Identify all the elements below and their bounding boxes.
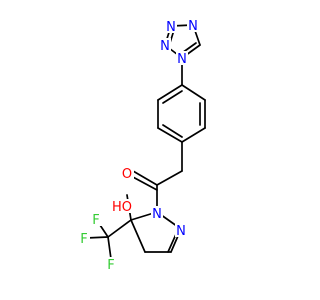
- atom-label: HO: [112, 200, 132, 215]
- fluorine-3-atom: F: [106, 257, 117, 273]
- bond: [107, 236, 112, 260]
- tetrazole-n4-atom: N: [187, 18, 199, 34]
- pyrazoline-n2-atom: N: [175, 223, 187, 239]
- atom-label: N: [176, 224, 186, 239]
- atom-label: F: [80, 232, 87, 247]
- bond: [157, 127, 183, 143]
- bond: [156, 170, 183, 186]
- bond: [107, 219, 132, 238]
- atom-label: F: [92, 213, 99, 228]
- carbonyl-oxygen-atom: O: [121, 166, 134, 182]
- bond: [162, 90, 183, 104]
- atom-label: O: [122, 167, 132, 182]
- bond: [130, 219, 146, 253]
- tetrazole-n2-atom: N: [159, 38, 171, 54]
- atom-label: N: [188, 19, 198, 34]
- tetrazole-n3-atom: N: [165, 19, 177, 35]
- atom-label-layer: N N N N O HO N N: [79, 18, 199, 273]
- hydroxyl-group: HO: [112, 199, 132, 215]
- atom-label: N: [160, 39, 170, 54]
- bond: [181, 127, 206, 143]
- fluorine-2-atom: F: [79, 231, 90, 247]
- bond: [132, 170, 158, 186]
- bond: [157, 84, 183, 101]
- atom-label: N: [152, 207, 162, 222]
- bond: [130, 175, 158, 191]
- atom-label: N: [166, 20, 176, 35]
- tetrazole-n1-atom: N: [176, 51, 188, 67]
- pyrazoline-n1-atom: N: [151, 206, 163, 222]
- fluorine-1-atom: F: [91, 212, 102, 228]
- bond: [162, 124, 183, 138]
- bond: [181, 84, 206, 101]
- molecule-structure-diagram: N N N N O HO N N: [79, 18, 206, 273]
- atom-label: F: [107, 258, 114, 273]
- atom-label: N: [177, 52, 187, 67]
